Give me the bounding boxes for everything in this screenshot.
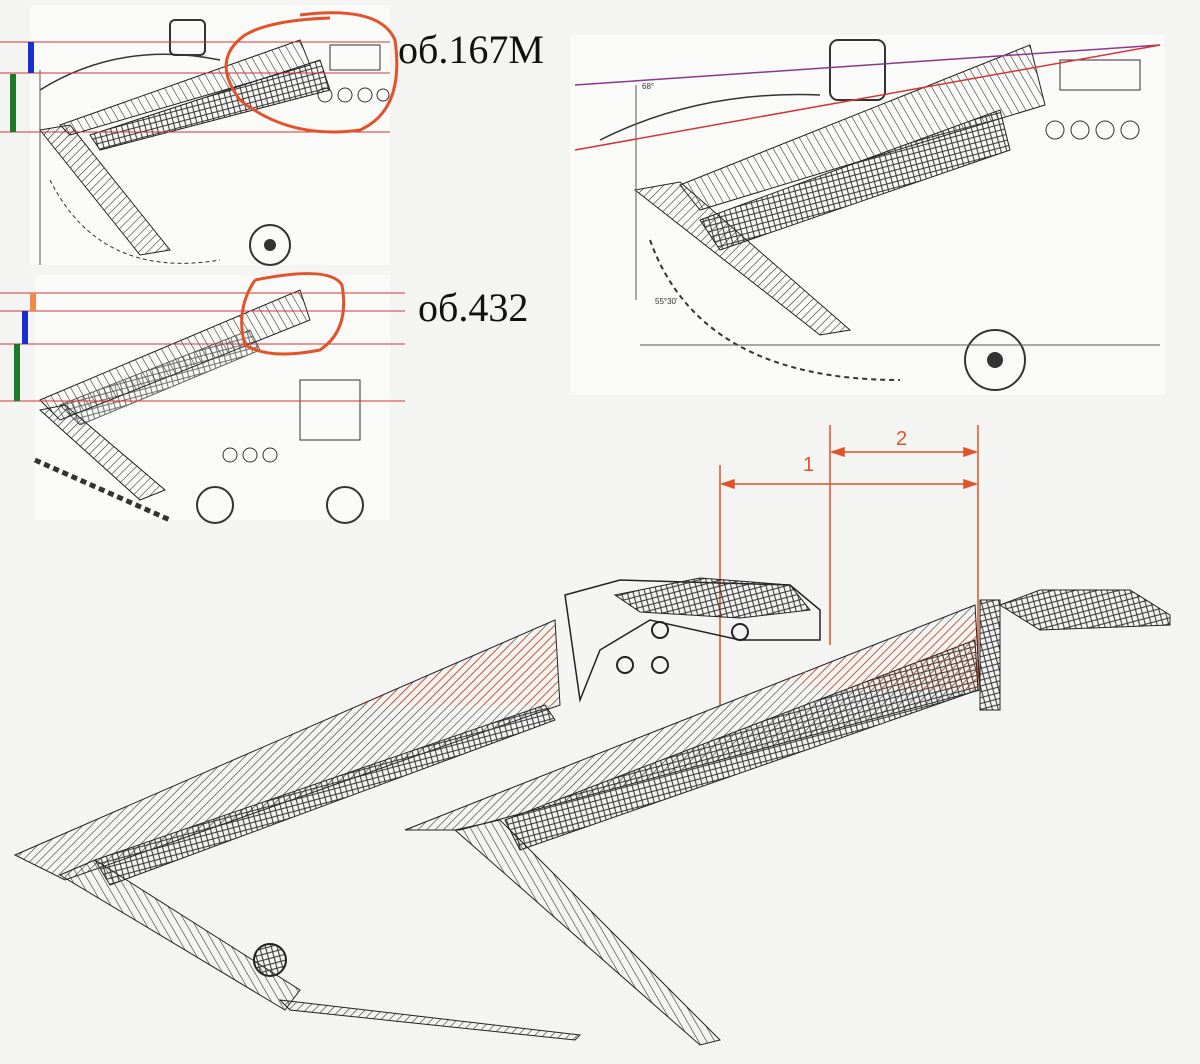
marker-orange <box>30 293 36 311</box>
object-167m-label: об.167М <box>398 27 544 72</box>
dimension-2-label: 2 <box>896 428 908 450</box>
armor-section-left <box>13 577 821 1041</box>
angle-top-annotation: 68° <box>642 82 655 91</box>
marker-blue <box>28 42 34 73</box>
drawing-object-167m <box>0 5 399 266</box>
angle-bottom-annotation: 55°30' <box>655 297 678 306</box>
highlight-circle <box>224 11 399 134</box>
dimension-1-label: 1 <box>803 454 815 476</box>
object-432-label: об.432 <box>418 285 529 330</box>
dimension-lines <box>719 425 979 705</box>
marker-green <box>10 74 16 132</box>
drawing-object-167m-enlarged <box>570 35 1165 395</box>
marker-blue <box>22 311 28 344</box>
marker-green <box>14 344 20 401</box>
armor-section-right <box>404 589 1171 1046</box>
highlight-circle <box>240 272 346 356</box>
drawing-object-432 <box>0 272 405 524</box>
